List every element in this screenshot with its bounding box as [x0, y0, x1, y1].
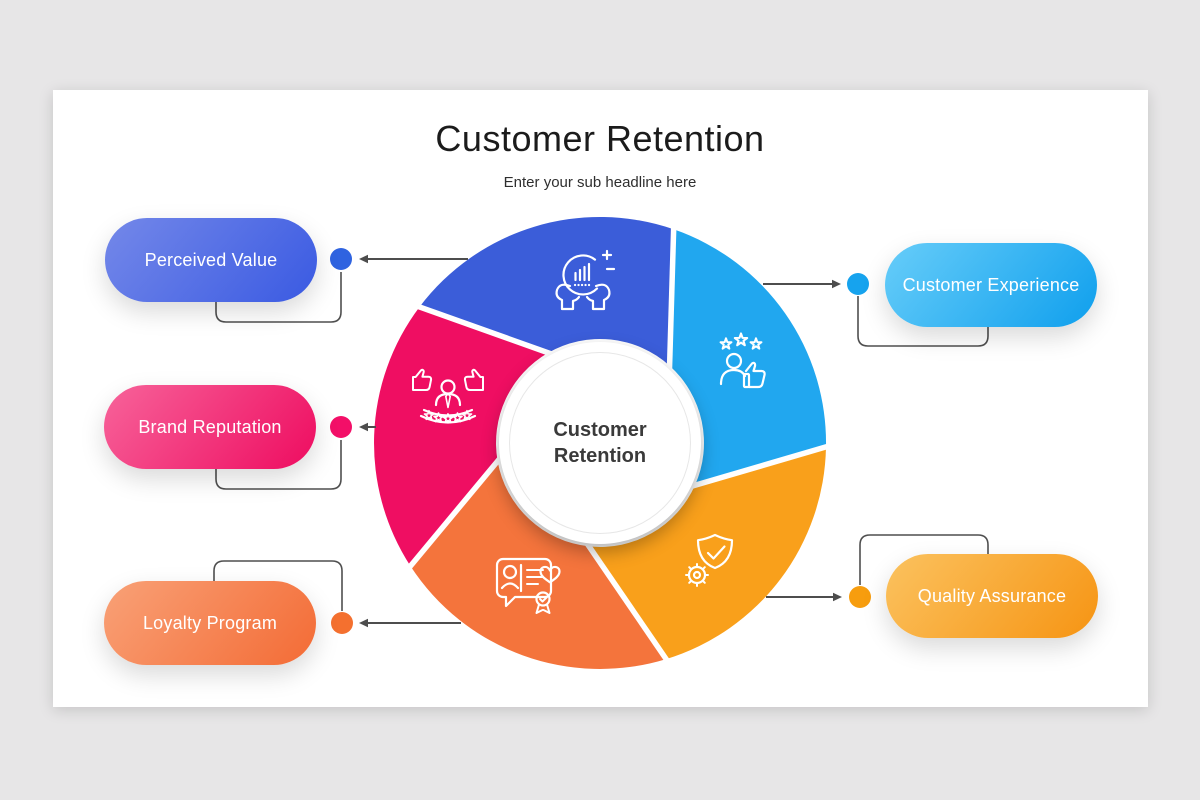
- person-thumbs-up-stars-icon: [719, 332, 766, 389]
- connector-brand-reputation: [215, 440, 342, 490]
- center-hub-label: Customer Retention: [553, 419, 647, 467]
- pill-brand-reputation: Brand Reputation: [104, 385, 316, 469]
- pill-label: Quality Assurance: [917, 585, 1067, 606]
- dot-perceived-value: [330, 248, 352, 270]
- pill-perceived-value: Perceived Value: [105, 218, 317, 302]
- arrowhead-right-icon: [833, 592, 842, 602]
- segment-loyalty-program: [410, 461, 667, 669]
- dot-brand-reputation: [330, 416, 352, 438]
- pill-label: Perceived Value: [144, 249, 278, 270]
- connector-loyalty-program: [213, 560, 343, 611]
- hands-holding-growth-chart-icon: [555, 249, 616, 311]
- arrowhead-left-icon: [359, 422, 368, 432]
- dot-quality-assurance: [849, 586, 871, 608]
- pill-label: Brand Reputation: [138, 416, 282, 437]
- pill-loyalty-program: Loyalty Program: [104, 581, 316, 665]
- pill-label: Loyalty Program: [142, 612, 278, 633]
- page-title: Customer Retention: [435, 118, 765, 159]
- segment-customer-experience: [669, 229, 827, 486]
- pointer-arrows: [359, 254, 842, 628]
- arrowhead-left-icon: [359, 254, 368, 264]
- dot-loyalty-program: [331, 612, 353, 634]
- connector-lines: [213, 272, 989, 611]
- pill-customer-experience: Customer Experience: [885, 243, 1097, 327]
- arrowhead-right-icon: [832, 279, 841, 289]
- connector-quality-assurance: [859, 534, 989, 585]
- connector-customer-experience: [857, 296, 989, 347]
- dot-customer-experience: [847, 273, 869, 295]
- pill-label: Customer Experience: [902, 274, 1080, 295]
- pill-quality-assurance: Quality Assurance: [886, 554, 1098, 638]
- center-hub: Customer Retention: [499, 342, 701, 544]
- arrowhead-left-icon: [359, 618, 368, 628]
- page-subtitle: Enter your sub headline here: [503, 174, 697, 191]
- person-review-thumbs-icon: [412, 368, 484, 424]
- segment-dividers: [400, 217, 839, 671]
- segment-brand-reputation: [374, 307, 548, 567]
- shield-check-gear-icon: [685, 533, 734, 587]
- certificate-chat-heart-icon: [495, 557, 561, 614]
- connector-perceived-value: [215, 272, 342, 323]
- connector-dots: [330, 248, 871, 634]
